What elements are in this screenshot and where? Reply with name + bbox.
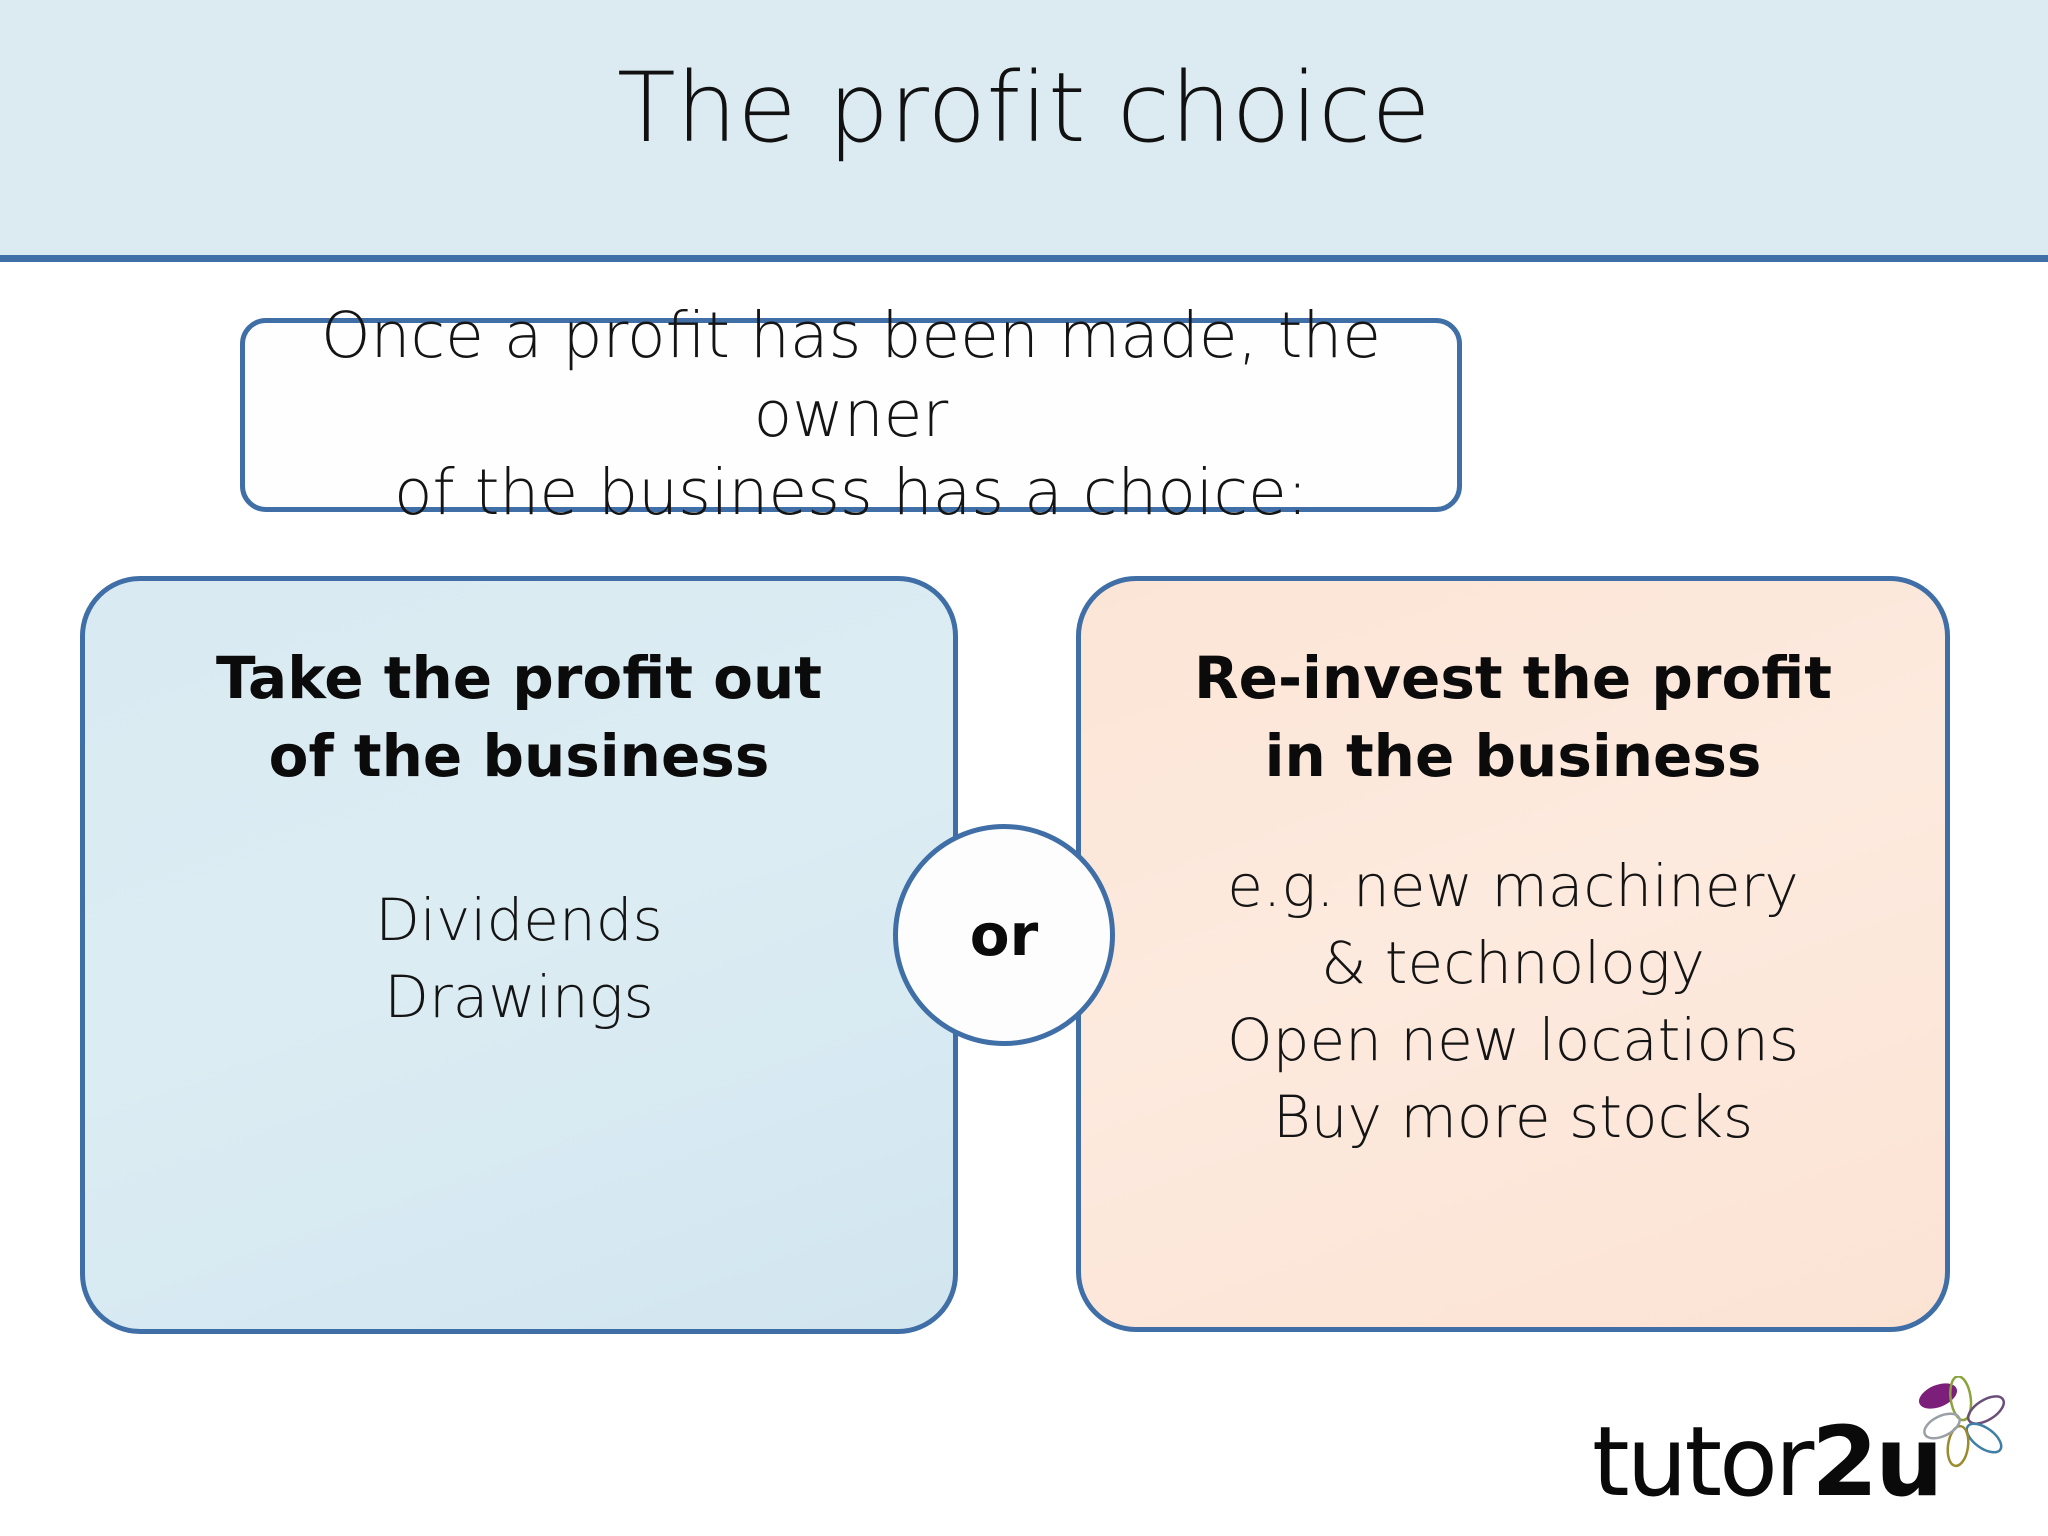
option-box-re-invest-profit: Re-invest the profit in the business e.g… — [1076, 576, 1950, 1332]
or-connector-label: or — [969, 901, 1039, 969]
option-list-re-invest-profit: e.g. new machinery & technology Open new… — [1203, 848, 1823, 1157]
option-item-buy-stocks: Buy more stocks — [1272, 1082, 1754, 1151]
option-item-machinery: e.g. new machinery — [1227, 851, 1799, 920]
slide-header-band — [0, 0, 2048, 262]
tutor2u-wordmark: tutor2u — [1592, 1414, 1943, 1510]
option-item-technology: & technology — [1321, 928, 1705, 997]
tutor2u-logo: tutor2u — [1592, 1376, 2012, 1516]
page-title: The profit choice — [616, 52, 1432, 164]
option-heading-re-invest-profit: Re-invest the profit in the business — [1160, 639, 1866, 796]
tutor2u-word: tutor — [1592, 1406, 1814, 1518]
option-heading-take-profit-out: Take the profit out of the business — [182, 639, 856, 796]
option-heading-line-1: Re-invest the profit — [1193, 644, 1833, 712]
option-item-drawings: Drawings — [384, 962, 654, 1031]
option-item-dividends: Dividends — [375, 885, 663, 954]
option-item-new-locations: Open new locations — [1226, 1005, 1799, 1074]
option-box-take-profit-out: Take the profit out of the business Divi… — [80, 576, 958, 1334]
intro-callout-box: Once a profit has been made, the owner o… — [240, 299, 1462, 529]
intro-callout-text: Once a profit has been made, the owner o… — [245, 297, 1457, 533]
or-connector-circle: or — [893, 824, 1115, 1046]
option-heading-line-2: of the business — [268, 722, 770, 791]
intro-line-2: of the business has a choice: — [393, 456, 1309, 530]
option-heading-line-1: Take the profit out — [215, 644, 823, 712]
intro-line-1: Once a profit has been made, the owner — [320, 298, 1382, 451]
option-heading-line-2: in the business — [1264, 722, 1762, 791]
option-list-take-profit-out: Dividends Drawings — [351, 882, 687, 1036]
tutor2u-accent: 2u — [1811, 1406, 1943, 1518]
flower-icon — [1919, 1376, 2006, 1468]
